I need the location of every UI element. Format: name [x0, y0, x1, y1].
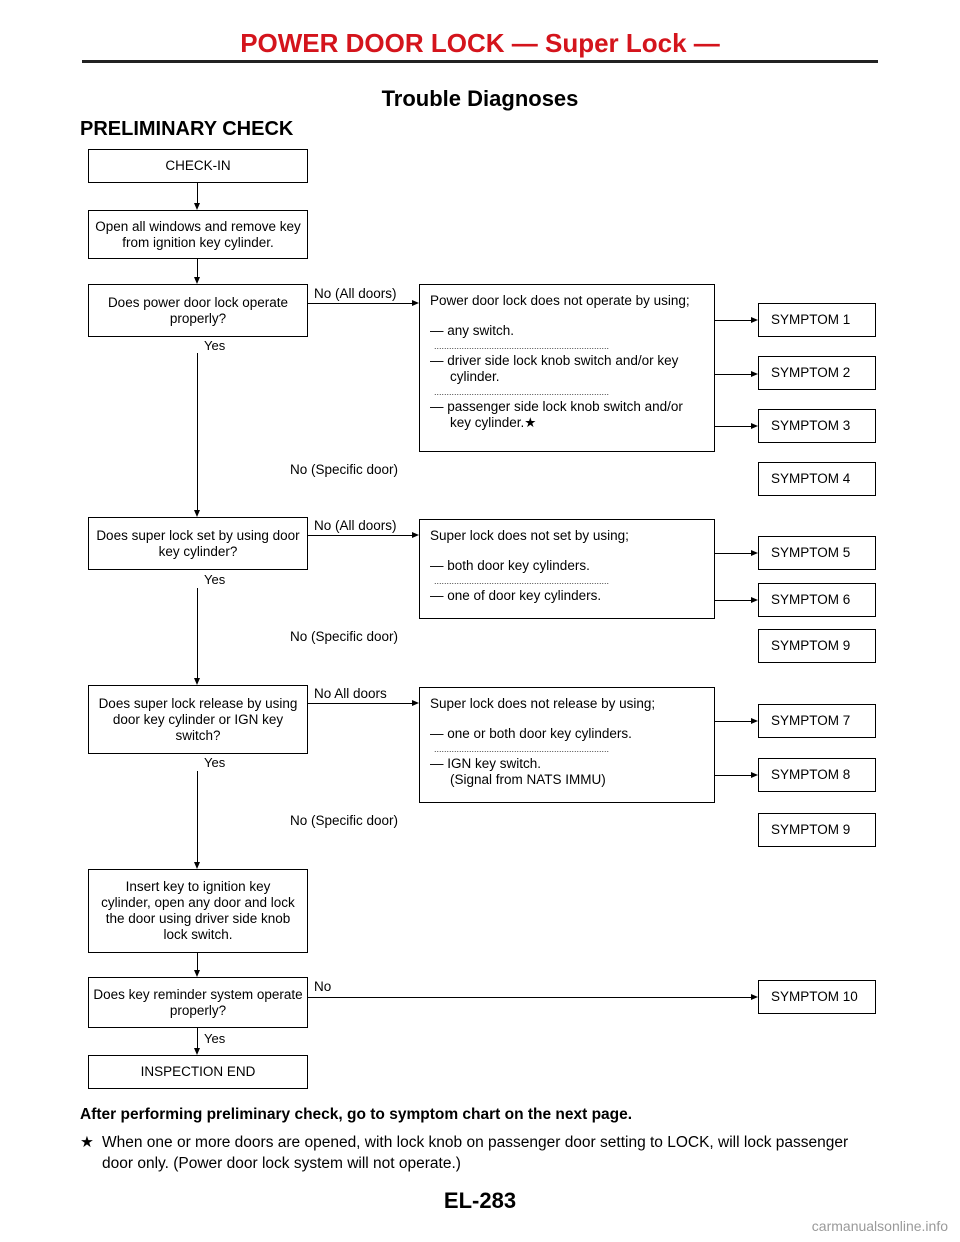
- connector-line: [197, 588, 198, 678]
- no-all-doors-label: No (All doors): [314, 518, 397, 533]
- arrow-right-icon: [412, 300, 419, 306]
- symptom-6-box: SYMPTOM 6: [758, 583, 876, 617]
- connector-line: [308, 997, 751, 998]
- arrow-right-icon: [751, 994, 758, 1000]
- detail-item-note: (Signal from NATS IMMU): [450, 772, 606, 787]
- arrow-right-icon: [751, 772, 758, 778]
- detail-item: — both door key cylinders.: [430, 558, 590, 573]
- detail-item: — IGN key switch.: [430, 756, 542, 771]
- dotted-separator: ........................................…: [434, 744, 610, 754]
- dotted-separator: ........................................…: [434, 387, 610, 397]
- symptom-2-box: SYMPTOM 2: [758, 356, 876, 390]
- dotted-separator: ........................................…: [434, 576, 610, 586]
- connector-line: [715, 553, 751, 554]
- no-specific-door-label: No (Specific door): [290, 629, 399, 644]
- arrow-down-icon: [194, 277, 200, 284]
- connector-line: [715, 320, 751, 321]
- symptom-3-box: SYMPTOM 3: [758, 409, 876, 443]
- connector-line: [197, 183, 198, 203]
- connector-line: [715, 600, 751, 601]
- star-icon: ★: [80, 1134, 94, 1151]
- inspection-end-box: INSPECTION END: [88, 1055, 308, 1089]
- detail-item: — one of door key cylinders.: [430, 588, 602, 603]
- symptom-1-box: SYMPTOM 1: [758, 303, 876, 337]
- question-super-lock-set-box: Does super lock set by using door key cy…: [88, 517, 308, 570]
- super-lock-set-detail-box: Super lock does not set by using; — both…: [419, 519, 715, 619]
- connector-line: [308, 703, 412, 704]
- symptom-9-box: SYMPTOM 9: [758, 629, 876, 663]
- footnote-text: When one or more doors are opened, with …: [102, 1134, 849, 1172]
- footnote: ★ When one or more doors are opened, wit…: [80, 1132, 880, 1174]
- detail-item: — one or both door key cylinders.: [430, 726, 632, 741]
- header-rule: [82, 60, 878, 63]
- watermark: carmanualsonline.info: [811, 1218, 948, 1234]
- yes-label: Yes: [204, 572, 226, 587]
- connector-line: [197, 1028, 198, 1048]
- connector-line: [197, 953, 198, 970]
- arrow-down-icon: [194, 862, 200, 869]
- arrow-down-icon: [194, 678, 200, 685]
- no-specific-door-label: No (Specific door): [290, 462, 399, 477]
- question-super-lock-release-box: Does super lock release by using door ke…: [88, 685, 308, 754]
- question-key-reminder-box: Does key reminder system operate properl…: [88, 977, 308, 1028]
- detail-heading: Super lock does not release by using;: [430, 696, 656, 711]
- yes-label: Yes: [204, 755, 226, 770]
- connector-line: [715, 374, 751, 375]
- connector-line: [197, 259, 198, 277]
- symptom-8-box: SYMPTOM 8: [758, 758, 876, 792]
- page-title: Trouble Diagnoses: [381, 86, 579, 111]
- yes-label: Yes: [204, 338, 226, 353]
- connector-line: [308, 535, 412, 536]
- connector-line: [715, 426, 751, 427]
- connector-line: [715, 721, 751, 722]
- no-all-doors-label: No All doors: [314, 686, 387, 701]
- arrow-right-icon: [412, 532, 419, 538]
- symptom-10-box: SYMPTOM 10: [758, 980, 876, 1014]
- arrow-right-icon: [751, 371, 758, 377]
- arrow-right-icon: [751, 423, 758, 429]
- section-title: PRELIMINARY CHECK: [80, 118, 294, 140]
- no-all-doors-label: No (All doors): [314, 286, 397, 301]
- arrow-down-icon: [194, 1048, 200, 1055]
- yes-label: Yes: [204, 1031, 226, 1046]
- power-lock-detail-box: Power door lock does not operate by usin…: [419, 284, 715, 452]
- connector-line: [715, 775, 751, 776]
- connector-line: [197, 353, 198, 510]
- symptom-4-box: SYMPTOM 4: [758, 462, 876, 496]
- question-power-lock-box: Does power door lock operate properly?: [88, 284, 308, 337]
- symptom-9-box: SYMPTOM 9: [758, 813, 876, 847]
- arrow-right-icon: [412, 700, 419, 706]
- arrow-right-icon: [751, 317, 758, 323]
- detail-item: — any switch.: [430, 323, 515, 338]
- step-remove-key-box: Open all windows and remove key from ign…: [88, 210, 308, 259]
- arrow-down-icon: [194, 203, 200, 210]
- symptom-7-box: SYMPTOM 7: [758, 704, 876, 738]
- dotted-separator: ........................................…: [434, 341, 610, 351]
- arrow-right-icon: [751, 550, 758, 556]
- arrow-right-icon: [751, 597, 758, 603]
- page-number: EL-283: [443, 1188, 517, 1213]
- symptom-5-box: SYMPTOM 5: [758, 536, 876, 570]
- connector-line: [197, 771, 198, 862]
- detail-item: — driver side lock knob switch and/or ke…: [430, 353, 679, 384]
- detail-heading: Super lock does not set by using;: [430, 528, 629, 543]
- arrow-down-icon: [194, 510, 200, 517]
- arrow-right-icon: [751, 718, 758, 724]
- no-label: No: [314, 979, 332, 994]
- super-lock-release-detail-box: Super lock does not release by using; — …: [419, 687, 715, 803]
- arrow-down-icon: [194, 970, 200, 977]
- step-insert-key-box: Insert key to ignition key cylinder, ope…: [88, 869, 308, 953]
- detail-heading: Power door lock does not operate by usin…: [430, 293, 690, 308]
- footer-instruction: After performing preliminary check, go t…: [80, 1106, 633, 1123]
- no-specific-door-label: No (Specific door): [290, 813, 399, 828]
- checkin-box: CHECK-IN: [88, 149, 308, 183]
- connector-line: [308, 303, 412, 304]
- detail-item: — passenger side lock knob switch and/or…: [430, 399, 683, 430]
- header-title: POWER DOOR LOCK — Super Lock —: [240, 28, 720, 58]
